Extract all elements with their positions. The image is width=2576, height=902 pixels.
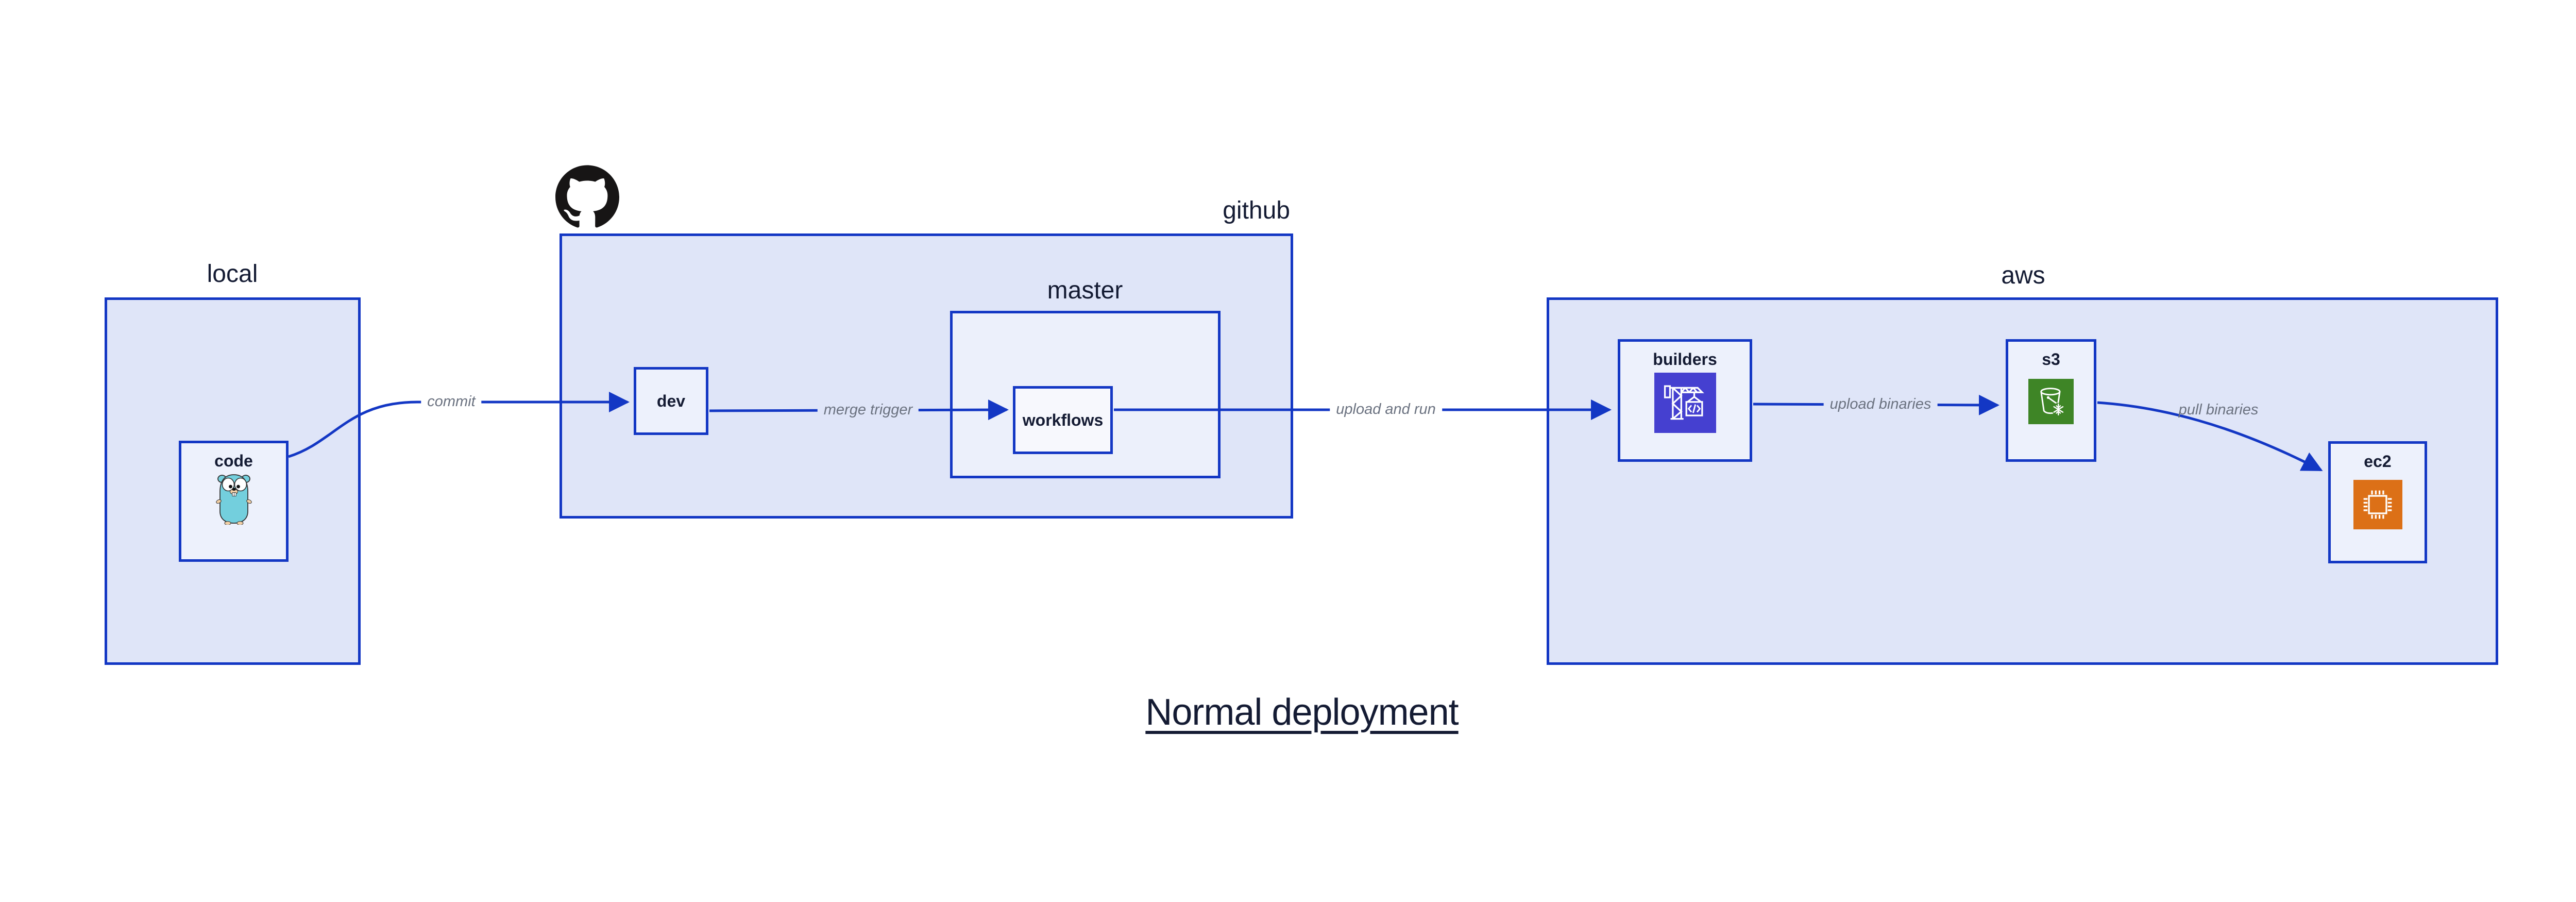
node-dev: dev <box>634 367 708 435</box>
node-workflows-label: workflows <box>1022 411 1104 429</box>
node-workflows: workflows <box>1013 386 1113 454</box>
edge-label-merge-trigger: merge trigger <box>817 401 919 420</box>
node-s3: s3 <box>2006 339 2096 462</box>
aws-codebuild-icon <box>1654 373 1716 433</box>
node-ec2-label: ec2 <box>2364 452 2392 471</box>
node-builders: builders <box>1618 339 1752 462</box>
edge-label-upload-binaries: upload binaries <box>1823 395 1938 414</box>
github-octocat-icon <box>555 165 619 228</box>
node-builders-label: builders <box>1653 350 1717 369</box>
region-label-local: local <box>207 260 258 288</box>
diagram-title: Normal deployment <box>1145 692 1459 733</box>
edge-label-pull-binaries: pull binaries <box>2178 402 2259 419</box>
go-gopher-icon <box>215 474 252 525</box>
edge-label-upload-and-run: upload and run <box>1330 400 1442 419</box>
aws-s3-bucket-icon <box>2028 379 2074 424</box>
node-ec2: ec2 <box>2328 441 2427 563</box>
region-label-github: github <box>1223 197 1290 224</box>
region-label-aws: aws <box>2001 262 2045 289</box>
aws-ec2-chip-icon <box>2353 480 2402 529</box>
region-label-master: master <box>1047 277 1123 304</box>
node-s3-label: s3 <box>2042 350 2060 369</box>
node-code-label: code <box>214 452 253 470</box>
node-code: code <box>179 441 289 562</box>
edge-label-commit: commit <box>421 393 482 411</box>
node-dev-label: dev <box>656 392 686 410</box>
